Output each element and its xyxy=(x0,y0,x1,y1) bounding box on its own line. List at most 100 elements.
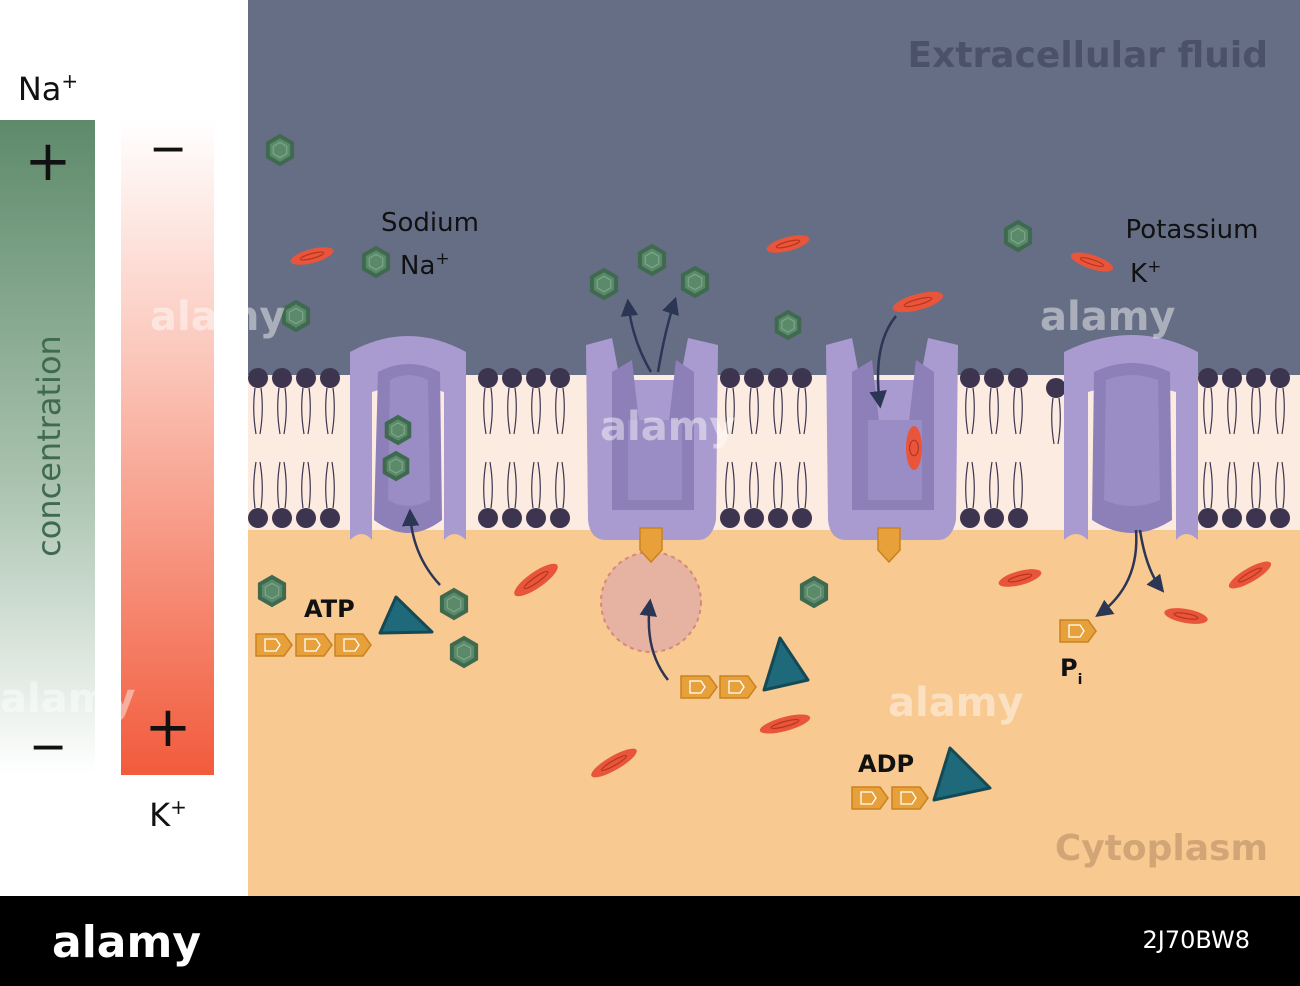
lipid-tail xyxy=(1275,461,1279,509)
arrow-pi-release xyxy=(1095,529,1138,618)
lipid-tail xyxy=(489,387,493,435)
arrow-k-release xyxy=(1138,529,1165,593)
adenosine xyxy=(932,746,992,802)
lipid-head xyxy=(1198,368,1218,388)
lipid-head xyxy=(550,368,570,388)
phosphate-group-mark xyxy=(304,638,321,652)
lipid-tail xyxy=(537,387,541,435)
lipid-head xyxy=(984,368,1004,388)
sodium-ion xyxy=(382,450,410,482)
lipid-tail xyxy=(731,461,735,509)
pi-label: Pi xyxy=(1060,654,1082,688)
lipid-tail xyxy=(995,461,999,509)
lipid-tail xyxy=(1227,387,1231,435)
potassium-ion-ring xyxy=(1007,573,1033,583)
phosphate-group-mark xyxy=(689,680,706,694)
na-gradient-label: Na+ xyxy=(18,69,78,108)
lipid-tail xyxy=(483,461,487,509)
potassium-ion-ring xyxy=(908,439,919,457)
lipid-head xyxy=(768,508,788,528)
phosphate-group xyxy=(255,633,293,657)
na-high-sign: + xyxy=(25,129,72,194)
lipid-tail xyxy=(989,387,993,435)
sodium-ion-ring xyxy=(391,422,405,438)
lipid-head xyxy=(320,508,340,528)
potassium-ion-ring xyxy=(1237,567,1263,583)
pump-protein-4 xyxy=(1064,335,1198,540)
lipid-head xyxy=(1008,368,1028,388)
lipid-head xyxy=(1246,508,1266,528)
extracellular-fluid-title: Extracellular fluid xyxy=(908,35,1268,76)
lipid-tail xyxy=(325,387,329,435)
lipid-head xyxy=(960,368,980,388)
sodium-ion xyxy=(799,575,829,609)
lipid-tail xyxy=(971,387,975,435)
lipid-tail xyxy=(1013,461,1017,509)
lipid-tail xyxy=(325,461,329,509)
lipid-tail xyxy=(277,461,281,509)
k-high-sign: + xyxy=(145,695,192,760)
lipid-tail xyxy=(1203,461,1207,509)
sodium-ion xyxy=(265,133,295,167)
sodium-ion xyxy=(449,635,479,669)
arrow-atp-bind xyxy=(639,598,669,681)
adenosine xyxy=(378,595,434,635)
phosphate-group xyxy=(851,786,889,810)
lipid-head xyxy=(792,368,812,388)
lipid-tail xyxy=(277,387,281,435)
potassium-ion xyxy=(1164,608,1208,624)
watermarks: alamy alamy alamy alamy alamy xyxy=(0,294,1175,726)
lipid-tail xyxy=(1057,397,1061,445)
atp-label: ATP xyxy=(304,595,355,623)
lipid-tail xyxy=(513,461,517,509)
watermark-1: alamy xyxy=(150,294,285,340)
lipid-head xyxy=(320,368,340,388)
lipid-tail xyxy=(755,461,759,509)
sodium-ion-ring xyxy=(446,595,462,613)
lipid-tail xyxy=(1019,387,1023,435)
lipid-tail xyxy=(803,461,807,509)
molecules-layer xyxy=(255,133,1272,810)
sodium-ion-label: Na+ xyxy=(400,249,450,281)
lipid-tail xyxy=(259,461,263,509)
sodium-ion xyxy=(637,243,667,277)
sodium-ion-ring xyxy=(1010,227,1026,245)
footer-image-id: 2J70BW8 xyxy=(1143,926,1251,954)
lipid-tail xyxy=(731,387,735,435)
lipid-head xyxy=(1222,508,1242,528)
lipid-tail xyxy=(797,461,801,509)
lipid-tail xyxy=(965,387,969,435)
lipid-head xyxy=(960,508,980,528)
lipid-tail xyxy=(755,387,759,435)
lipid-tail xyxy=(1209,387,1213,435)
phosphate-group xyxy=(891,786,929,810)
lipid-tail xyxy=(253,461,257,509)
lipid-tail xyxy=(331,387,335,435)
lipid-tail xyxy=(283,461,287,509)
potassium-concentration-bar xyxy=(121,120,214,775)
sodium-ion xyxy=(384,414,412,446)
lipid-tail xyxy=(1257,461,1261,509)
lipid-tail xyxy=(331,461,335,509)
lipid-tail xyxy=(307,387,311,435)
lipid-tail xyxy=(1203,387,1207,435)
arrow-na-exit-right xyxy=(656,296,679,373)
lipid-tail xyxy=(749,461,753,509)
lipid-tail xyxy=(797,387,801,435)
lipid-head xyxy=(296,368,316,388)
lipid-tail xyxy=(965,461,969,509)
sodium-ion xyxy=(281,299,311,333)
arrow-na-entry xyxy=(401,508,441,586)
potassium-ion xyxy=(906,426,922,470)
k-low-sign: − xyxy=(149,121,188,175)
lipid-tail xyxy=(803,387,807,435)
lipid-head xyxy=(1008,508,1028,528)
pump-2-phosphate xyxy=(639,527,663,564)
lipid-head xyxy=(1198,508,1218,528)
lipid-head xyxy=(502,508,522,528)
sodium-ion xyxy=(680,265,710,299)
potassium-ion-ring xyxy=(775,239,801,249)
lipid-head xyxy=(296,508,316,528)
potassium-ion-ring xyxy=(523,570,549,590)
